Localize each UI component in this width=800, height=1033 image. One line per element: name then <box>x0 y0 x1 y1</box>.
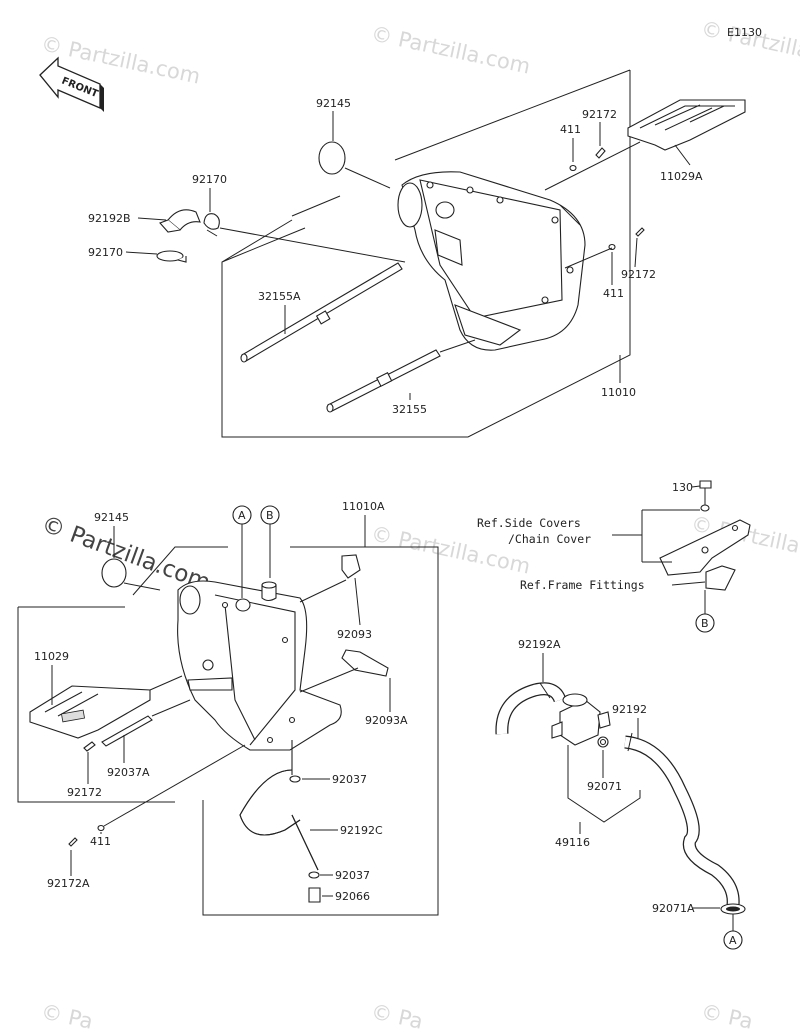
part-label: 92145 <box>316 97 351 110</box>
top-assembly: 92145 11029A <box>88 69 746 438</box>
ref-b-marker <box>695 613 715 633</box>
part-label: 92170 <box>88 246 123 259</box>
part-label: 11010A <box>342 500 385 513</box>
watermark: © Pa <box>369 999 425 1033</box>
part-label: 49116 <box>555 836 590 849</box>
part-label: 11029A <box>660 170 703 183</box>
washer-411 <box>97 824 105 832</box>
bolt-92172 <box>595 147 606 159</box>
part-label: 92071A <box>652 902 695 915</box>
watermark: © Pa <box>39 999 95 1033</box>
part-label: 92170 <box>192 173 227 186</box>
bracket-tab <box>705 565 736 591</box>
part-label: 92172 <box>621 268 656 281</box>
part-label: 92066 <box>335 890 370 903</box>
part-label: 92037A <box>107 766 150 779</box>
part-label: 92172 <box>67 786 102 799</box>
part-label: 92192C <box>340 824 383 837</box>
tube-32155A <box>240 262 403 363</box>
washer <box>700 504 710 512</box>
bolt-92172 <box>83 741 96 752</box>
part-label: 92192B <box>88 212 131 225</box>
valve-49116 <box>551 693 611 746</box>
o-ring-92145 <box>101 558 127 588</box>
clip-92037 <box>289 775 301 783</box>
bolt-92172 <box>635 227 645 237</box>
ref-b-label: B <box>701 617 709 630</box>
part-label: 411 <box>560 123 581 136</box>
diagram-code: E1130 <box>727 26 762 39</box>
ref-frame-fittings: Ref.Frame Fittings <box>520 578 645 592</box>
plug-92066 <box>308 887 321 903</box>
ref-a-marker <box>723 930 743 950</box>
ref-chain-cover: /Chain Cover <box>508 532 591 546</box>
part-label: 32155A <box>258 290 301 303</box>
clamp-92170 <box>203 213 220 237</box>
air-cleaner-housing-11010A <box>177 580 342 751</box>
part-label: 92071 <box>587 780 622 793</box>
part-label: 92192A <box>518 638 561 651</box>
air-cleaner-housing-11010 <box>397 171 586 351</box>
air-filter-11029 <box>29 685 151 739</box>
watermark: © Pa <box>699 999 755 1033</box>
hose-92192A <box>495 682 567 735</box>
hose-92192B <box>159 209 201 233</box>
band-92037A <box>101 715 153 747</box>
watermarks: © Partzilla.com © Partzilla.com © Partzi… <box>39 16 800 1033</box>
ref-a-label: A <box>238 509 246 522</box>
part-label: 411 <box>603 287 624 300</box>
watermark: © Partzilla <box>699 16 800 62</box>
bolt-92172A <box>68 837 78 847</box>
part-label: 130 <box>672 481 693 494</box>
part-label: 411 <box>90 835 111 848</box>
part-label: 92145 <box>94 511 129 524</box>
ref-side-covers: Ref.Side Covers <box>477 516 581 530</box>
clamp-92170 <box>156 250 187 263</box>
ref-a-label: A <box>729 934 737 947</box>
clip-92037 <box>308 871 320 879</box>
bottom-assembly: © Partzilla.com 92145 A B <box>17 500 439 916</box>
part-label: 92172 <box>582 108 617 121</box>
gasket-92093A <box>341 649 389 677</box>
hose-92192 <box>624 732 740 906</box>
o-ring-92145 <box>318 141 346 175</box>
part-label: 11029 <box>34 650 69 663</box>
part-label: 32155 <box>392 403 427 416</box>
drain-hose-92192C <box>239 740 319 871</box>
bolt-130 <box>699 480 712 489</box>
right-assembly: 130 Ref.Side Covers /Chain Cover Ref.Fra… <box>477 480 751 950</box>
ref-b-label: B <box>266 509 274 522</box>
part-label: 92093 <box>337 628 372 641</box>
part-label: 92192 <box>612 703 647 716</box>
part-label: 11010 <box>601 386 636 399</box>
part-label: 92037 <box>332 773 367 786</box>
washer-411 <box>569 164 577 172</box>
part-label: 92037 <box>335 869 370 882</box>
part-label: 92093A <box>365 714 408 727</box>
air-filter-11029A <box>627 99 746 151</box>
watermark: © Partzilla.com <box>369 21 533 78</box>
grommet-92071A <box>720 903 746 915</box>
tube-32155 <box>326 349 441 413</box>
gasket-92093 <box>341 554 361 579</box>
part-label: 92172A <box>47 877 90 890</box>
